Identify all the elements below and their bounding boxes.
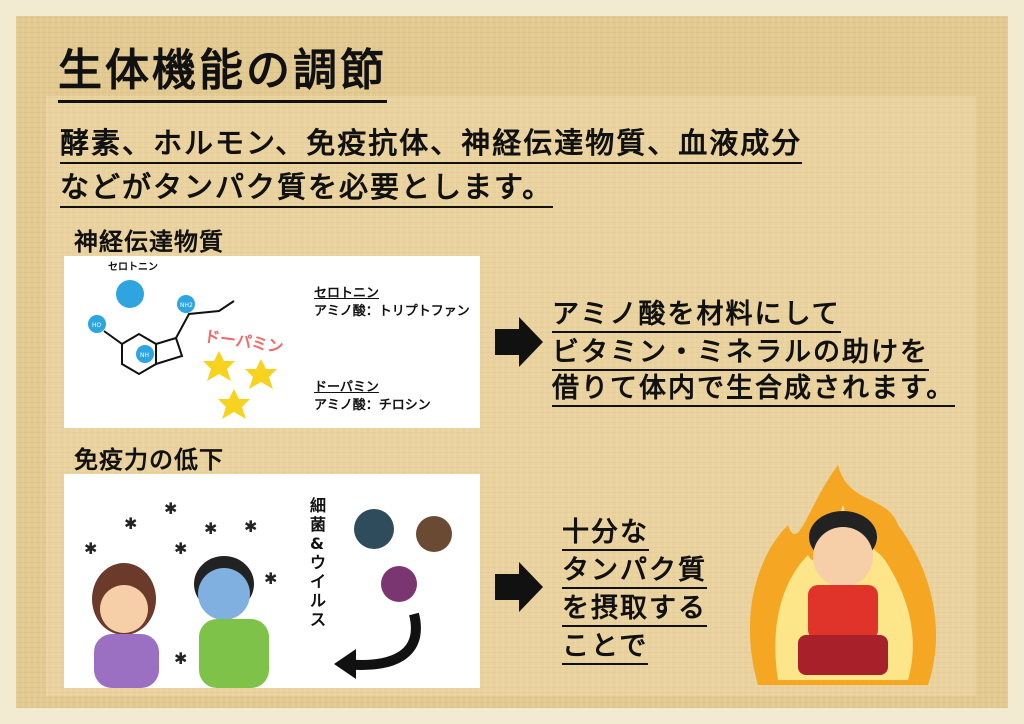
svg-text:✱: ✱ [164, 499, 177, 518]
serotonin-molecule-illustration: NH2 HO NH [88, 280, 235, 376]
svg-text:HO: HO [92, 322, 102, 329]
section-heading-immunity: 免疫力の低下 [74, 440, 224, 477]
serotonin-caption: セロトニン [108, 262, 158, 273]
intro-line-1: 酵素、ホルモン、免疫抗体、神経伝達物質、血液成分 [60, 120, 803, 164]
germs-and-viruses-label: 細菌&ウイルス [310, 496, 327, 629]
dopamine-amino-acid: アミノ酸：チロシン [314, 398, 431, 413]
section-heading-neurotransmitters: 神経伝達物質 [74, 222, 224, 259]
intro-line-2: などがタンパク質を必要とします。 [60, 164, 554, 208]
right-arrow-icon [495, 317, 543, 367]
explanation-line-2: ビタミン・ミネラルの助けを [552, 330, 929, 371]
svg-text:✱: ✱ [84, 539, 97, 558]
svg-text:✱: ✱ [244, 517, 257, 536]
intake-line-3: を摂取する [562, 586, 707, 627]
dopamine-stars-illustration [203, 351, 277, 419]
energetic-person-illustration [749, 465, 937, 685]
intake-line-4: ことで [562, 624, 649, 665]
svg-text:✱: ✱ [124, 514, 137, 533]
svg-text:✱: ✱ [204, 519, 217, 538]
right-arrow-icon-2 [495, 562, 543, 612]
serotonin-name: セロトニン [314, 286, 380, 301]
svg-text:NH2: NH2 [180, 302, 193, 309]
sick-people-illustration: ✱ ✱ ✱ ✱ ✱ ✱ ✱ ✱ [84, 499, 277, 688]
immunity-illustration: ✱ ✱ ✱ ✱ ✱ ✱ ✱ ✱ 細菌&ウイルス [64, 474, 480, 688]
serotonin-amino-acid: アミノ酸：トリプトファン [314, 304, 470, 319]
neurotransmitter-illustration: NH2 HO NH セロトニン ドーパミン セロトニン アミノ酸：トリプトファン… [64, 256, 480, 428]
page-title: 生体機能の調節 [58, 34, 387, 103]
svg-text:✱: ✱ [264, 569, 277, 588]
germs-illustration [334, 509, 452, 679]
dopamine-name: ドーパミン [314, 380, 379, 395]
serotonin-character [116, 280, 144, 308]
svg-text:✱: ✱ [174, 539, 187, 558]
svg-text:NH: NH [140, 352, 149, 359]
explanation-line-3: 借りて体内で生合成されます。 [552, 366, 956, 407]
svg-text:✱: ✱ [174, 649, 187, 668]
explanation-line-1: アミノ酸を材料にして [552, 292, 841, 333]
intake-line-1: 十分な [562, 510, 649, 551]
intake-line-2: タンパク質 [562, 548, 707, 589]
